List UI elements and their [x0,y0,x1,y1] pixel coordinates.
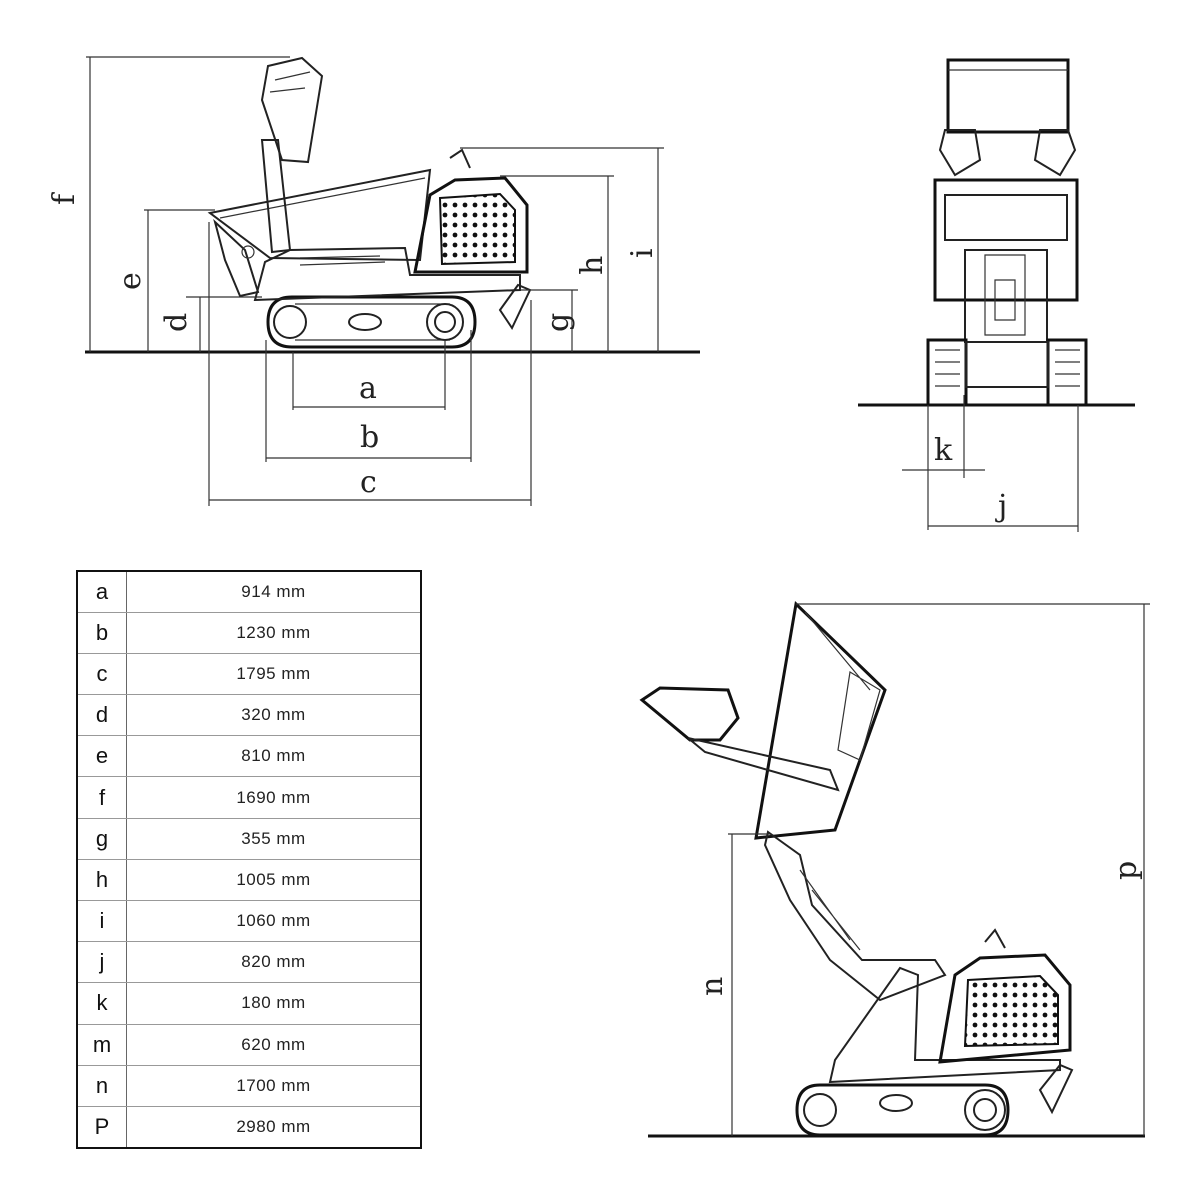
spec-key: P [76,1105,127,1149]
front-view: k j [858,58,1135,532]
spec-key: h [76,858,127,902]
dim-label-b: b [360,420,379,455]
raised-dimension-lines [728,603,1150,1136]
machine-side-body [207,56,532,349]
spec-value: 820 mm [126,941,422,984]
spec-key: e [76,735,127,778]
spec-value: 1005 mm [126,858,422,902]
dim-label-i: i [625,248,660,258]
dim-label-h: h [575,256,610,275]
spec-value: 320 mm [126,694,422,737]
machine-front-body [926,58,1088,407]
spec-key: j [76,941,127,984]
spec-value: 2980 mm [126,1105,422,1149]
dim-label-e: e [113,272,148,290]
spec-value: 355 mm [126,817,422,860]
dim-label-g: g [541,313,576,332]
dim-label-d: d [159,313,194,332]
front-dimension-lines [902,395,1079,532]
side-dimension-lines [86,56,664,506]
spec-key: b [76,611,127,654]
spec-value: 810 mm [126,735,422,778]
spec-key: k [76,982,127,1025]
spec-key: n [76,1064,127,1107]
spec-key: i [76,899,127,943]
spec-key: f [76,776,127,819]
spec-key: g [76,817,127,860]
dim-label-n: n [695,977,730,996]
raised-view: n p [639,600,1150,1138]
dim-label-k: k [934,433,953,468]
spec-key: c [76,652,127,696]
spec-value: 620 mm [126,1023,422,1066]
machine-raised-body [639,600,1074,1137]
dim-label-c: c [360,465,377,500]
spec-value: 1230 mm [126,611,422,654]
spec-value: 1690 mm [126,776,422,819]
spec-value: 1795 mm [126,652,422,696]
dim-label-a: a [359,371,377,406]
dim-label-p: p [1109,861,1144,880]
spec-key: d [76,694,127,737]
spec-key: m [76,1023,127,1066]
spec-value: 1700 mm [126,1064,422,1107]
spec-value: 180 mm [126,982,422,1025]
side-view: f e d g h i a b c [47,56,700,506]
spec-value: 1060 mm [126,899,422,943]
spec-key: a [76,570,127,613]
dim-label-j: j [995,489,1007,524]
spec-value: 914 mm [126,570,422,613]
dim-label-f: f [47,192,82,205]
